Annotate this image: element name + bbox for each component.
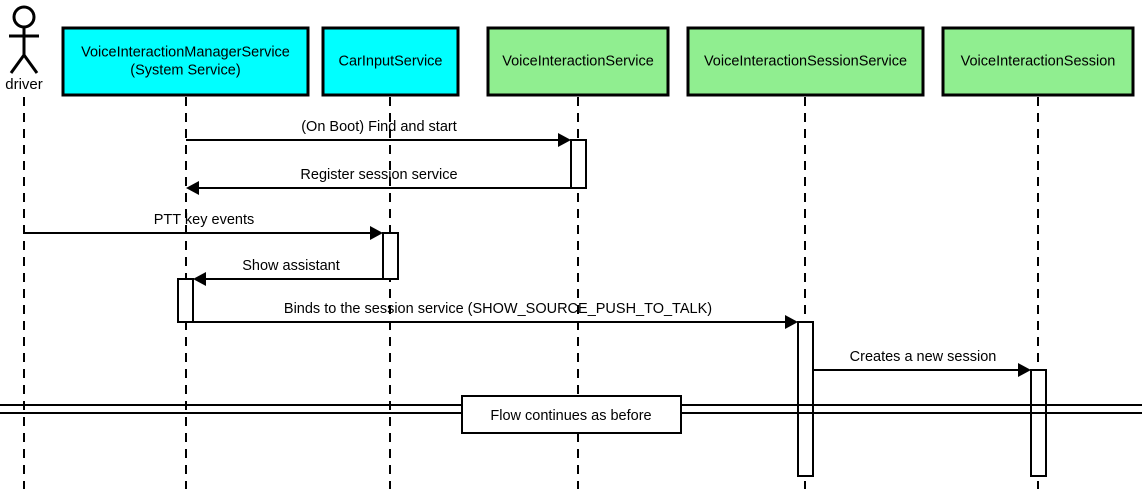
actor-right-leg-icon: [22, 54, 39, 74]
actor-head-icon: [12, 5, 36, 29]
message-m6[interactable]: Creates a new session: [812, 349, 1031, 377]
flow-divider: Flow continues as before: [0, 395, 1142, 434]
activation-bar-carinput: [382, 232, 399, 280]
message-m2[interactable]: Register session service: [186, 167, 571, 195]
message-arrowhead-m6: [1018, 363, 1031, 377]
participant-carinput[interactable]: CarInputService: [321, 26, 460, 97]
participant-vis[interactable]: VoiceInteractionService: [486, 26, 670, 97]
message-label-m2: Register session service: [300, 167, 457, 183]
participant-label-vims-line2: (System Service): [130, 62, 240, 78]
participant-viss[interactable]: VoiceInteractionSessionService: [686, 26, 925, 97]
message-label-m6: Creates a new session: [850, 349, 997, 365]
participant-label-vims-line1: VoiceInteractionManagerService: [81, 44, 290, 60]
participants-group: VoiceInteractionManagerService (System Se…: [61, 26, 1135, 97]
message-label-m1: (On Boot) Find and start: [301, 119, 457, 135]
participant-box-viss: [686, 26, 925, 97]
participant-vims[interactable]: VoiceInteractionManagerService (System Se…: [61, 26, 310, 97]
actor-label: driver: [5, 76, 43, 93]
participant-label-vis: VoiceInteractionService: [502, 53, 654, 69]
participant-box-vims: [61, 26, 310, 97]
participant-label-vsession: VoiceInteractionSession: [961, 53, 1116, 69]
divider-box: [461, 395, 682, 434]
message-m1[interactable]: (On Boot) Find and start: [186, 119, 571, 147]
participant-label-viss: VoiceInteractionSessionService: [704, 53, 907, 69]
message-arrowhead-m3: [370, 226, 383, 240]
message-label-m3: PTT key events: [154, 212, 254, 228]
message-m4[interactable]: Show assistant: [193, 258, 390, 286]
activation-bar-vsession: [1030, 369, 1047, 477]
message-label-m5: Binds to the session service (SHOW_SOURC…: [284, 301, 712, 317]
participant-box-carinput: [321, 26, 460, 97]
participant-label-carinput: CarInputService: [339, 53, 443, 69]
participant-box-vis: [486, 26, 670, 97]
message-arrowhead-m5: [785, 315, 798, 329]
divider-label: Flow continues as before: [490, 408, 651, 424]
activation-bar-viss: [797, 321, 814, 477]
participant-box-vsession: [941, 26, 1135, 97]
activation-bar-vis: [570, 139, 587, 189]
actor-driver: driver: [5, 5, 43, 93]
activation-bar-vims: [177, 278, 194, 323]
actor-left-leg-icon: [9, 54, 26, 74]
message-m5[interactable]: Binds to the session service (SHOW_SOURC…: [178, 301, 798, 329]
message-arrowhead-m4: [193, 272, 206, 286]
participant-vsession[interactable]: VoiceInteractionSession: [941, 26, 1135, 97]
message-arrowhead-m2: [186, 181, 199, 195]
message-label-m4: Show assistant: [242, 258, 340, 274]
activation-bars-group: [177, 139, 1047, 477]
message-m3[interactable]: PTT key events: [24, 212, 383, 240]
message-arrowhead-m1: [558, 133, 571, 147]
